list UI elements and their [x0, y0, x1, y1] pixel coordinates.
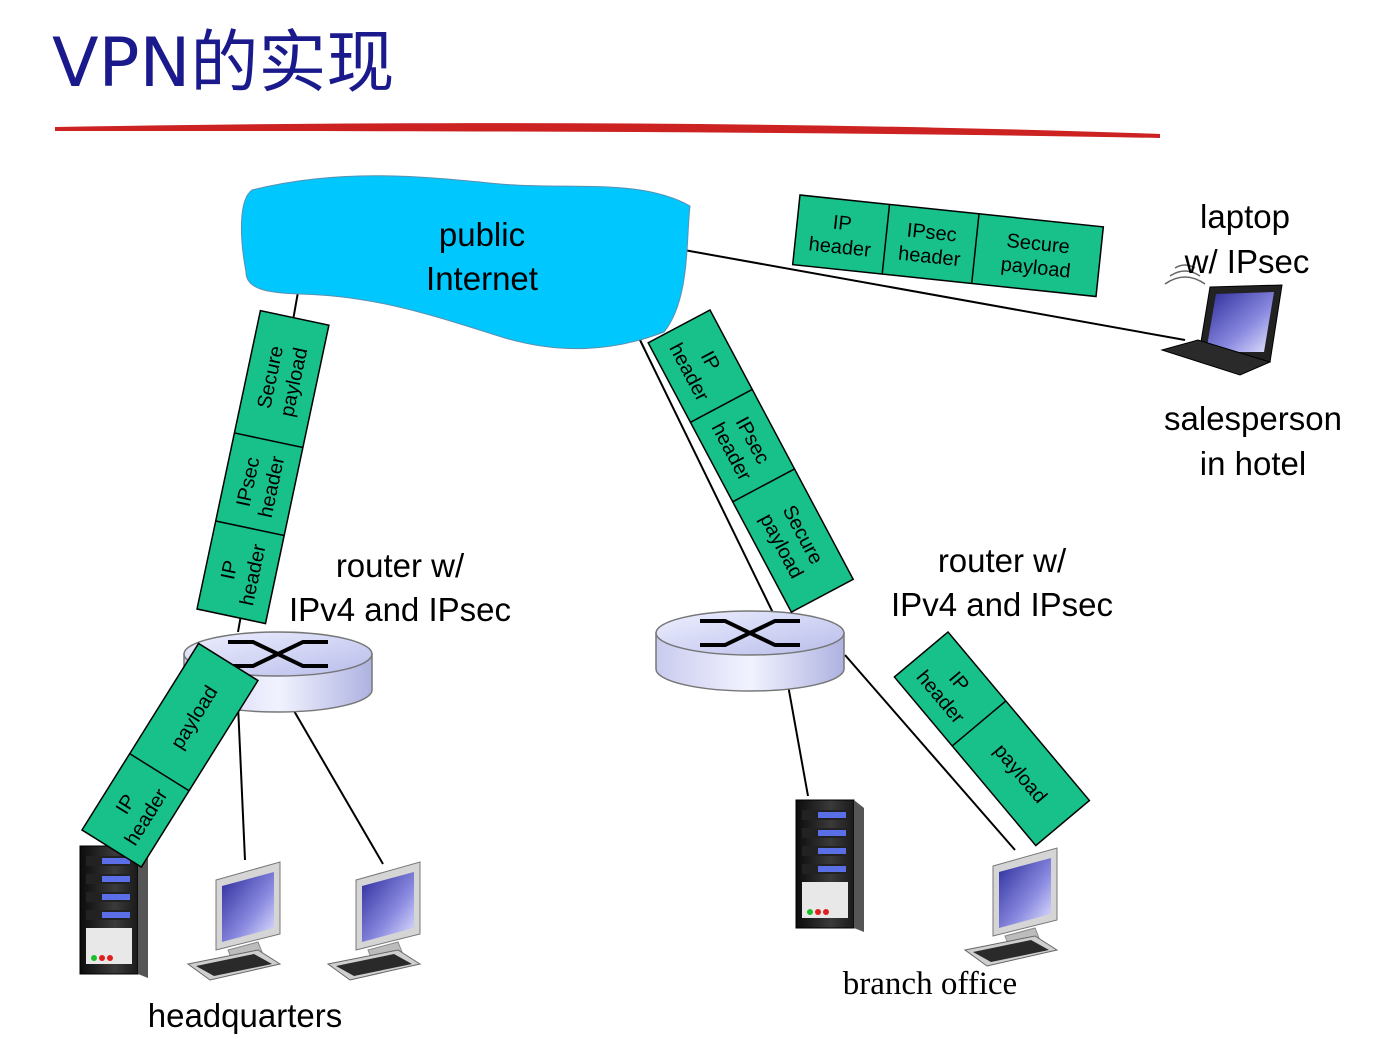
packet-body [791, 194, 1105, 298]
pkt-field-ipsec: IPsec [906, 219, 958, 246]
hq-router-label-line2: IPv4 and IPsec [289, 591, 511, 628]
title-underline [55, 123, 1160, 138]
link-internet-branch-router [639, 339, 776, 618]
hq-router-label-line1: router w/ [336, 547, 465, 584]
packet-hq-lan: IP header payload [80, 642, 259, 869]
branch-router-icon [654, 609, 846, 693]
link-branch-router-pc [844, 654, 1016, 851]
packet-body [647, 308, 855, 614]
laptop-icon [1160, 264, 1283, 376]
hq-pc-icon [187, 861, 281, 981]
cloud-label-line2: Internet [426, 260, 538, 297]
packet-branch-lan: IP header payload [893, 630, 1091, 847]
link-hq-router-pc2 [289, 703, 384, 865]
pkt-field-ip: IP [832, 212, 853, 236]
cloud-label-line1: public [439, 216, 525, 253]
link-branch-router-server [787, 684, 809, 797]
packet-body [196, 309, 330, 625]
packet-hq-uplink: IP header IPsec header Secure payload [196, 309, 330, 625]
branch-office-label: branch office [843, 966, 1017, 1002]
hq-pc-icon [327, 861, 421, 981]
link-hq-router-pc1 [237, 704, 246, 861]
packet-body [80, 642, 259, 869]
link-internet-laptop [683, 249, 1186, 341]
hq-server-icon [79, 845, 149, 979]
headquarters-label: headquarters [148, 997, 342, 1034]
laptop-label-line1: laptop [1200, 198, 1290, 235]
branch-server-icon [795, 799, 865, 933]
pkt-field-ip: IP [217, 558, 242, 581]
branch-router-label-line2: IPv4 and IPsec [891, 586, 1113, 623]
packet-body [893, 630, 1091, 847]
packet-laptop-link: IP header IPsec header Secure payload [791, 194, 1105, 298]
salesperson-label-line1: salesperson [1164, 400, 1342, 437]
branch-pc-icon [964, 847, 1058, 967]
page-title: VPN的实现 [52, 24, 395, 103]
salesperson-label-line2: in hotel [1200, 445, 1306, 482]
public-internet-cloud [240, 175, 691, 350]
laptop-label-line2: w/ IPsec [1184, 243, 1310, 280]
branch-router-label-line1: router w/ [938, 542, 1067, 579]
